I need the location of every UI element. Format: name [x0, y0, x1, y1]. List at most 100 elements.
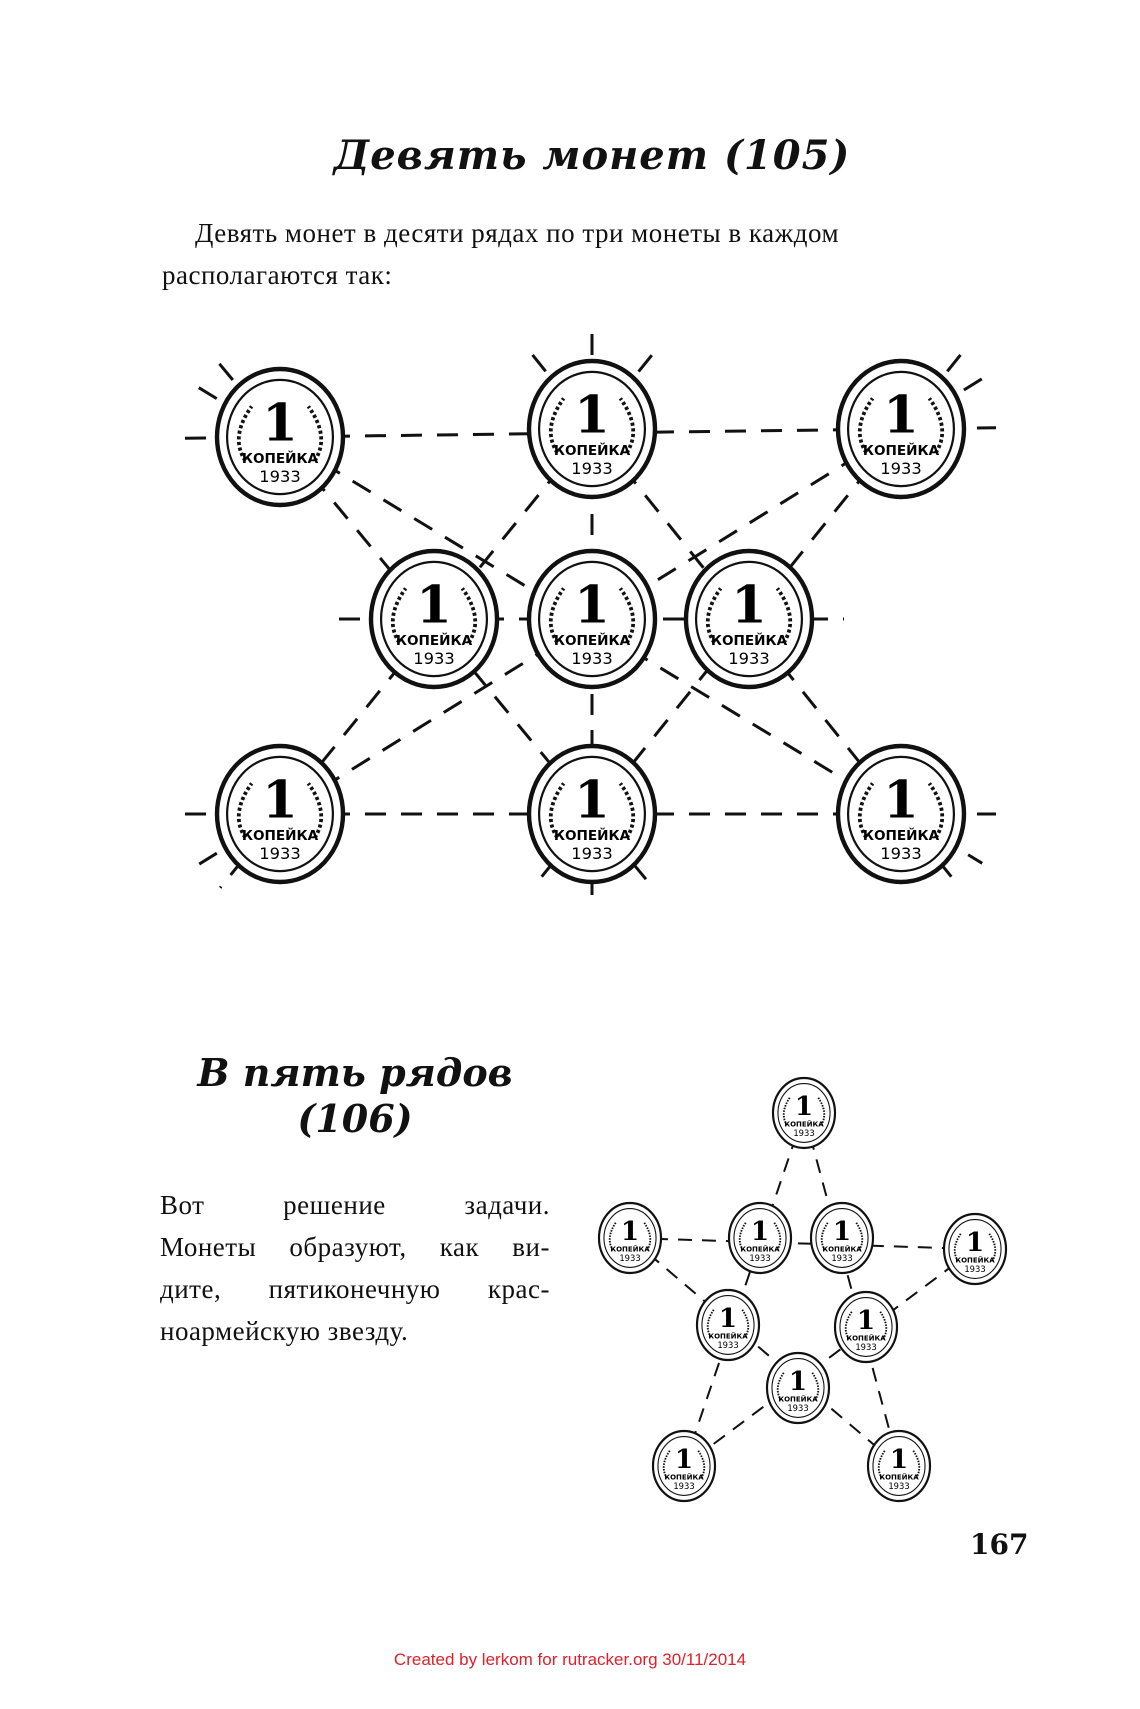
coin-inner-ring — [537, 755, 647, 873]
coin-value: 1 — [574, 385, 610, 445]
coin-label: КОПЕЙКА — [610, 1244, 650, 1253]
coin-label: КОПЕЙКА — [708, 1331, 748, 1340]
coin-label: КОПЕЙКА — [863, 826, 940, 844]
wreath-icon — [236, 782, 254, 839]
coin-year: 1933 — [571, 844, 613, 863]
wreath-icon — [705, 587, 723, 644]
coin-label: КОПЕЙКА — [554, 631, 631, 649]
coin-value: 1 — [751, 1216, 769, 1247]
coin-year: 1933 — [787, 1403, 808, 1413]
coin-value: 1 — [795, 1091, 813, 1122]
coin-label: КОПЕЙКА — [778, 1394, 818, 1403]
section-title-nine-coins: Девять монет (105) — [333, 132, 851, 179]
paragraph-line: Монеты образуют, как ви- — [160, 1232, 550, 1262]
coin-inner-ring — [225, 378, 335, 496]
section-title-line1: В пять рядов — [197, 1050, 513, 1095]
wreath-icon — [857, 397, 875, 454]
coin-rim — [526, 743, 658, 885]
page-number: 167 — [970, 1528, 1029, 1561]
coin-year: 1933 — [619, 1253, 640, 1263]
coin-year: 1933 — [793, 1128, 814, 1138]
star-coins-diagram: 1КОПЕЙКА19331КОПЕЙКА19331КОПЕЙКА19331КОП… — [597, 1076, 1008, 1503]
section-title-five-rows: В пять рядов (106) — [170, 1050, 540, 1142]
coin-label: КОПЕЙКА — [396, 631, 473, 649]
wreath-icon — [306, 405, 324, 462]
wreath-icon — [618, 782, 636, 839]
coin-inner-ring — [733, 1208, 787, 1268]
coin-value: 1 — [416, 575, 452, 635]
coin-label: КОПЕЙКА — [955, 1255, 995, 1264]
dashed-row-line — [629, 1237, 900, 1467]
coin-value: 1 — [857, 1305, 875, 1336]
wreath-icon — [460, 587, 478, 644]
coin-inner-ring — [694, 560, 804, 678]
coin-inner-ring — [846, 755, 956, 873]
coin-year: 1933 — [413, 649, 455, 668]
coin-value: 1 — [789, 1366, 807, 1397]
coin-year: 1933 — [259, 467, 301, 486]
wreath-icon — [548, 397, 566, 454]
wreath-icon — [548, 587, 566, 644]
paragraph-line: ноармейскую звезду. — [160, 1316, 409, 1346]
coin-value: 1 — [833, 1216, 851, 1247]
coin-inner-ring — [603, 1208, 657, 1268]
coin-label: КОПЕЙКА — [740, 1244, 780, 1253]
coin-year: 1933 — [717, 1340, 738, 1350]
dashed-row-line — [803, 1112, 900, 1467]
section-title-line2: (106) — [297, 1096, 413, 1141]
coin-value: 1 — [262, 393, 298, 453]
coin-inner-ring — [771, 1358, 825, 1418]
coin-value: 1 — [675, 1444, 693, 1475]
watermark: Created by lerkom for rutracker.org 30/1… — [393, 1650, 747, 1669]
intro-text-line1: Девять монет в десяти рядах по три монет… — [195, 218, 840, 248]
coin-year: 1933 — [831, 1253, 852, 1263]
paragraph-line: дите, пятиконечную крас- — [160, 1274, 550, 1304]
coin-rim — [368, 548, 500, 690]
coin-year: 1933 — [855, 1342, 876, 1352]
coin-inner-ring — [777, 1083, 831, 1143]
coin-label: КОПЕЙКА — [554, 441, 631, 459]
coin-rim — [526, 548, 658, 690]
wreath-icon — [775, 587, 793, 644]
coin-rim — [727, 1201, 793, 1275]
coin-value: 1 — [621, 1216, 639, 1247]
wreath-icon — [306, 782, 324, 839]
coin-label: КОПЕЙКА — [554, 826, 631, 844]
coin-year: 1933 — [880, 844, 922, 863]
coin-year: 1933 — [673, 1481, 694, 1491]
coin-inner-ring — [948, 1219, 1002, 1279]
coin-value: 1 — [574, 575, 610, 635]
coin-rim — [942, 1212, 1008, 1286]
coin-year: 1933 — [880, 459, 922, 478]
wreath-icon — [618, 397, 636, 454]
coin-inner-ring — [537, 560, 647, 678]
coin-value: 1 — [883, 770, 919, 830]
dashed-row-line — [683, 1248, 976, 1467]
wreath-icon — [236, 405, 254, 462]
coin-rim — [214, 366, 346, 508]
coin-year: 1933 — [964, 1264, 985, 1274]
coin-inner-ring — [225, 755, 335, 873]
coin-rim — [835, 358, 967, 500]
wreath-icon — [927, 397, 945, 454]
coin-label: КОПЕЙКА — [879, 1472, 919, 1481]
dashed-row-line — [629, 1237, 976, 1250]
coin-label: КОПЕЙКА — [664, 1472, 704, 1481]
wreath-icon — [857, 782, 875, 839]
coin-value: 1 — [262, 770, 298, 830]
